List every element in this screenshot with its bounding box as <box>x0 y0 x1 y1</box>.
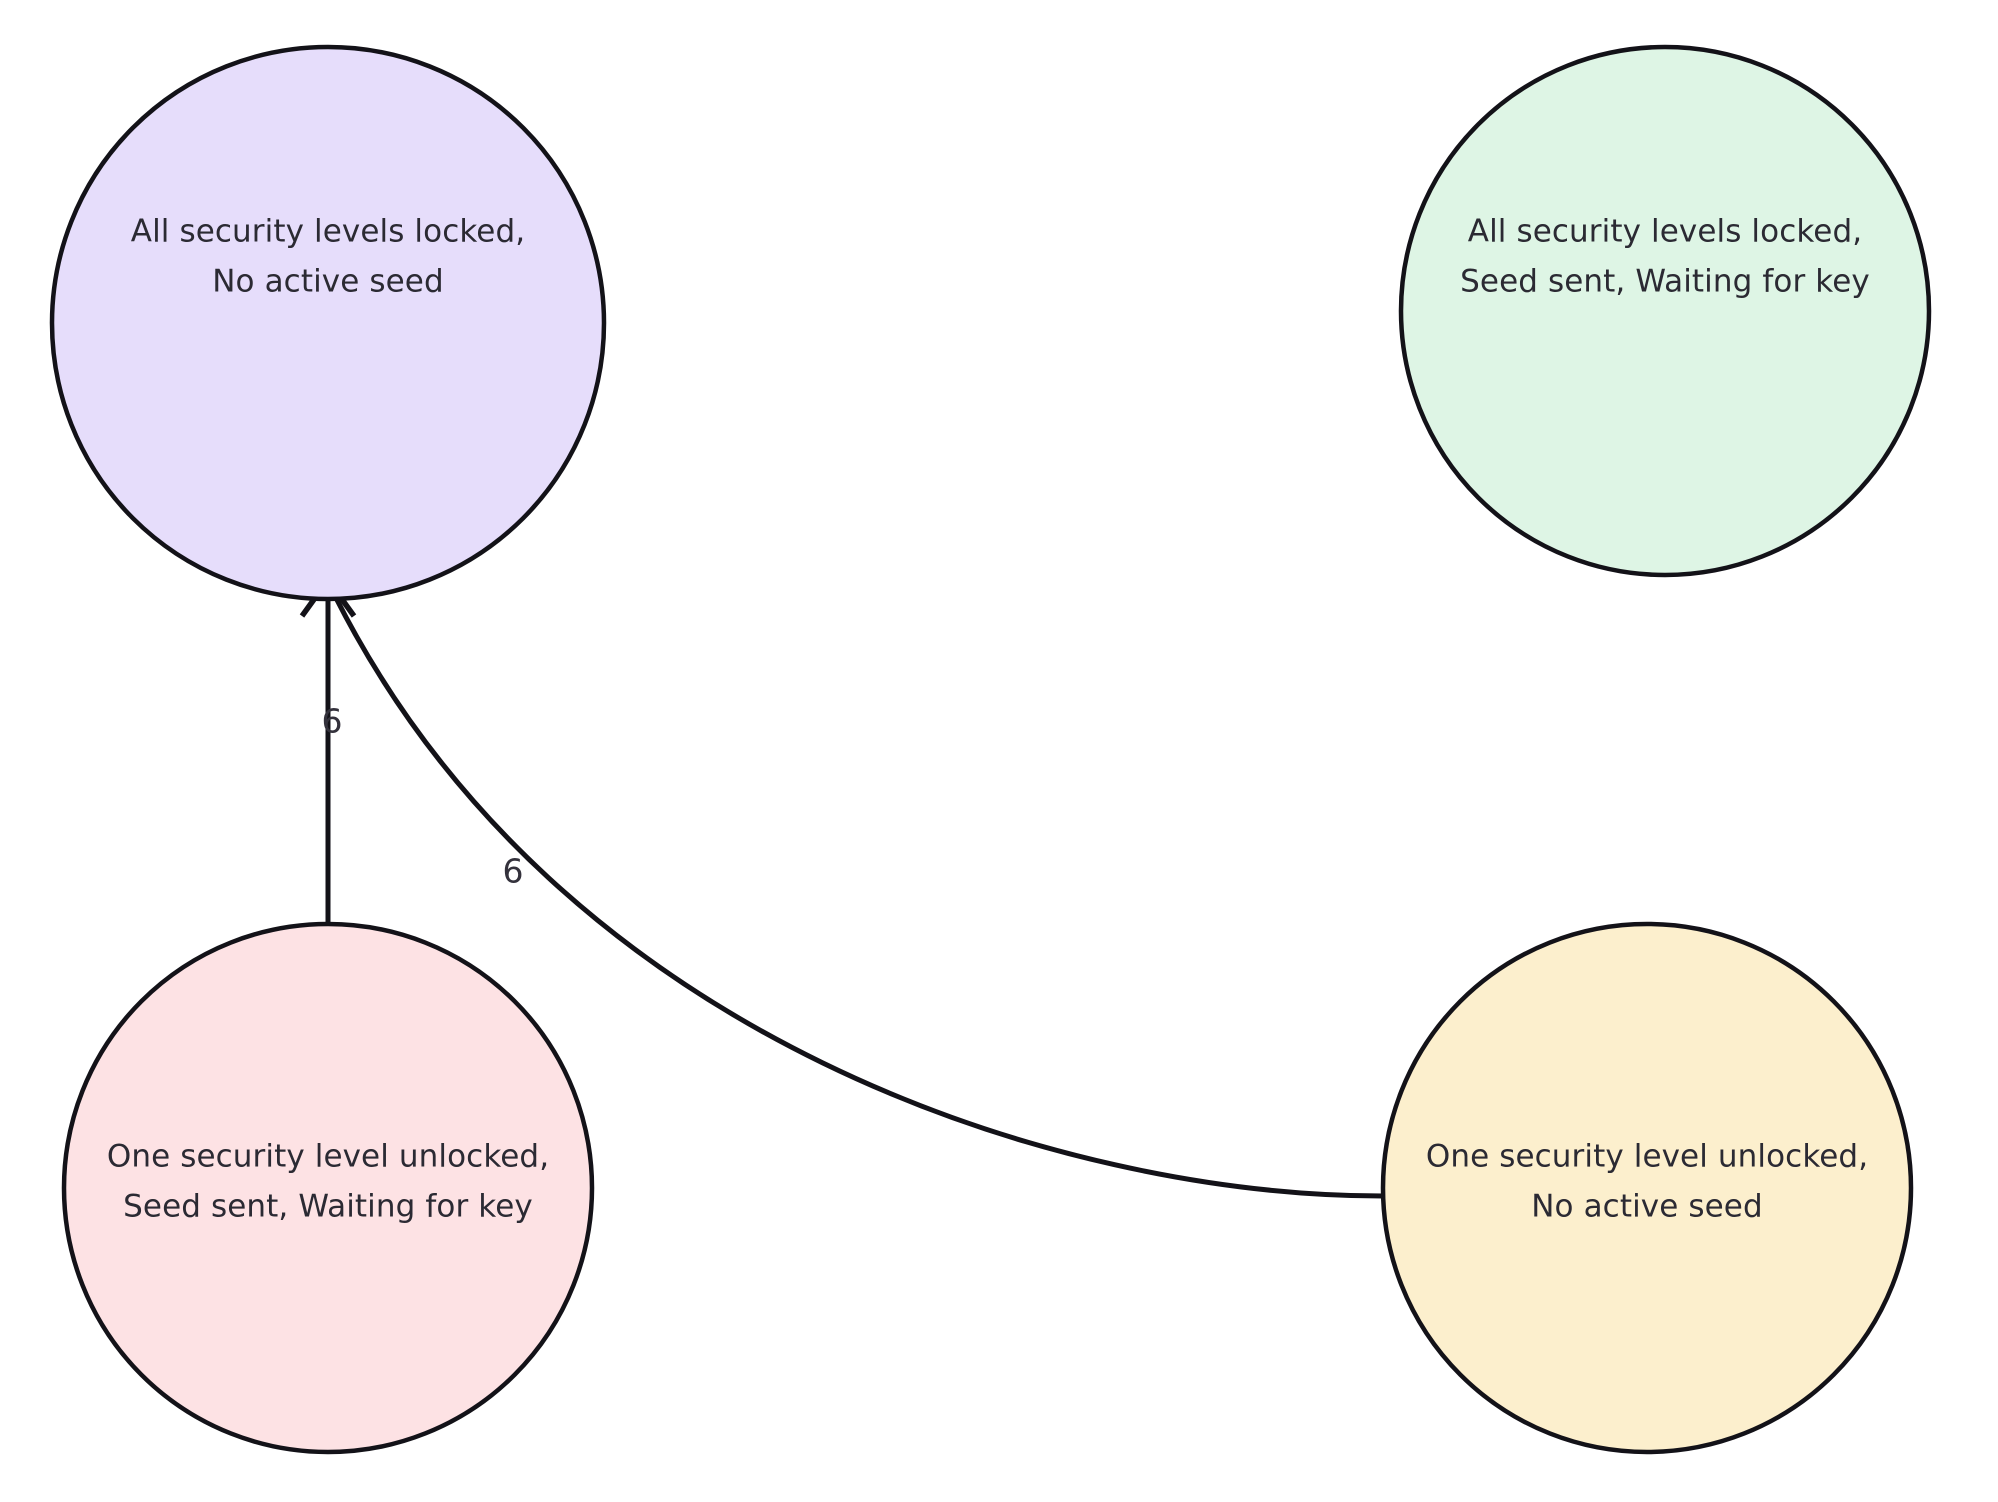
node-label-line2: No active seed <box>1531 1189 1762 1225</box>
node-one-unlocked-seed-sent[interactable]: One security level unlocked, Seed sent, … <box>61 921 595 1455</box>
edge-label-pink-to-purple: 6 <box>322 702 343 741</box>
node-circle <box>49 44 607 602</box>
node-label-line1: One security level unlocked, <box>1426 1139 1868 1175</box>
node-all-locked-no-seed[interactable]: All security levels locked, No active se… <box>49 44 607 602</box>
edge-yellow-to-purple-curve <box>333 596 1384 1199</box>
node-label-line2: No active seed <box>212 264 443 300</box>
edge-label-yellow-to-purple: 6 <box>503 852 524 891</box>
node-label-line2: Seed sent, Waiting for key <box>123 1189 533 1225</box>
node-one-unlocked-no-seed[interactable]: One security level unlocked, No active s… <box>1380 921 1914 1455</box>
node-label-line1: One security level unlocked, <box>107 1139 549 1175</box>
edge-label-layer: 6 6 <box>322 702 524 891</box>
node-circle <box>1398 44 1932 578</box>
node-all-locked-seed-sent[interactable]: All security levels locked, Seed sent, W… <box>1398 44 1932 578</box>
node-label-line1: All security levels locked, <box>131 214 525 250</box>
node-circle <box>1380 921 1914 1455</box>
node-circle <box>61 921 595 1455</box>
node-label-line2: Seed sent, Waiting for key <box>1460 264 1870 300</box>
node-label-line1: All security levels locked, <box>1468 214 1862 250</box>
